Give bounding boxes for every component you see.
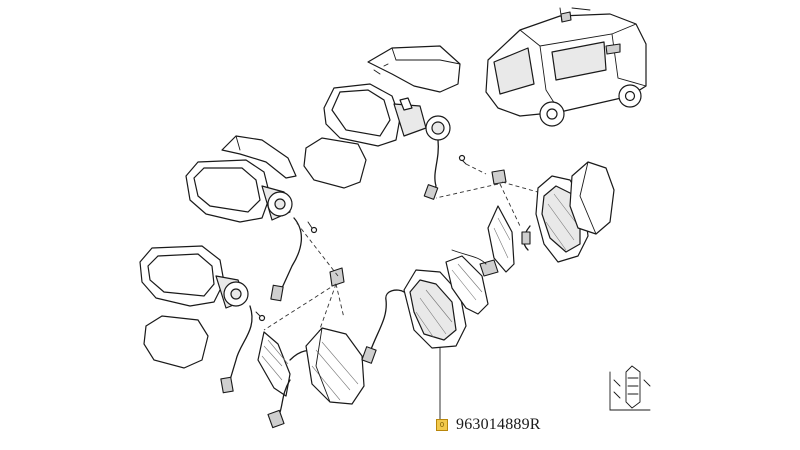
part-number-label[interactable]: 963014889R bbox=[456, 416, 541, 433]
mirror-assembly-top bbox=[323, 83, 451, 200]
trim-piece-small bbox=[445, 249, 499, 315]
connector-clip-center bbox=[263, 221, 345, 341]
mirror-cover-top bbox=[367, 45, 461, 93]
mirror-assembly-middle bbox=[185, 159, 318, 302]
mirror-assembly-lower bbox=[139, 245, 266, 394]
mirror-trim-arm bbox=[221, 135, 297, 179]
mirror-cap-right bbox=[569, 161, 615, 235]
bolt-identification-icon bbox=[609, 365, 651, 411]
vehicle-illustration bbox=[485, 7, 647, 127]
yellow-square-marker-icon[interactable]: 0 bbox=[436, 419, 448, 431]
housing-shell-lower-right bbox=[305, 327, 365, 405]
connector-clip-right bbox=[435, 154, 553, 251]
marker-glyph: 0 bbox=[439, 421, 445, 429]
harness-middle bbox=[361, 289, 405, 364]
housing-shell-right bbox=[535, 175, 589, 263]
trim-wedge bbox=[487, 205, 515, 273]
mirror-glass-top bbox=[303, 137, 367, 189]
housing-shell-callout bbox=[403, 269, 467, 421]
mirror-glass-lower bbox=[143, 315, 209, 369]
part-callout[interactable]: 0 963014889R bbox=[436, 416, 541, 434]
